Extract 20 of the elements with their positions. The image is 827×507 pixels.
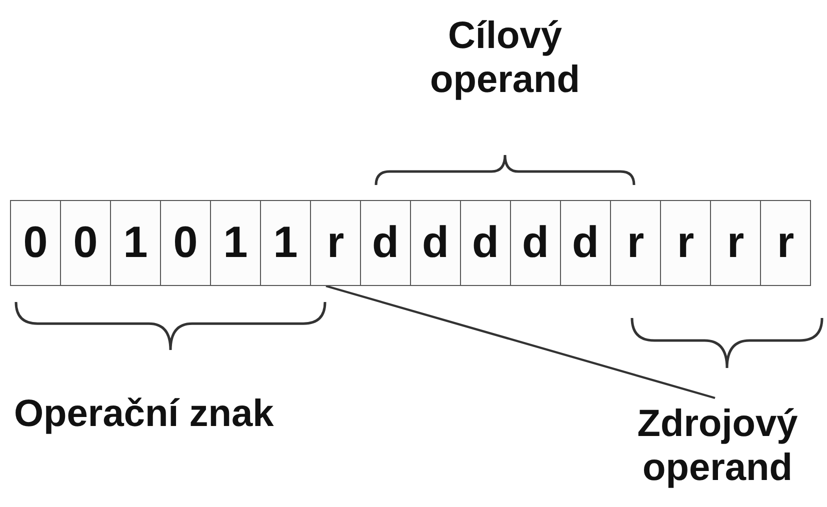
- bit-cell: 1: [260, 200, 311, 286]
- bit-cell: r: [660, 200, 711, 286]
- bit-cell: 0: [60, 200, 111, 286]
- leader-line: [326, 284, 716, 400]
- bit-cell: r: [710, 200, 761, 286]
- bit-cell: 1: [110, 200, 161, 286]
- bit-cell: d: [410, 200, 461, 286]
- bit-cell: d: [460, 200, 511, 286]
- bit-cell: d: [360, 200, 411, 286]
- bit-cell: r: [610, 200, 661, 286]
- bit-cell: 1: [210, 200, 261, 286]
- operand-label: Cílový operand: [429, 14, 581, 102]
- operand-label: Zdrojový operand: [610, 402, 825, 490]
- bit-cell: r: [310, 200, 361, 286]
- bit-cell: d: [510, 200, 561, 286]
- bit-cell: 0: [160, 200, 211, 286]
- opcode-label: Operační znak: [14, 392, 275, 436]
- bit-cell: 0: [10, 200, 61, 286]
- bit-cell: d: [560, 200, 611, 286]
- bit-cell: r: [760, 200, 811, 286]
